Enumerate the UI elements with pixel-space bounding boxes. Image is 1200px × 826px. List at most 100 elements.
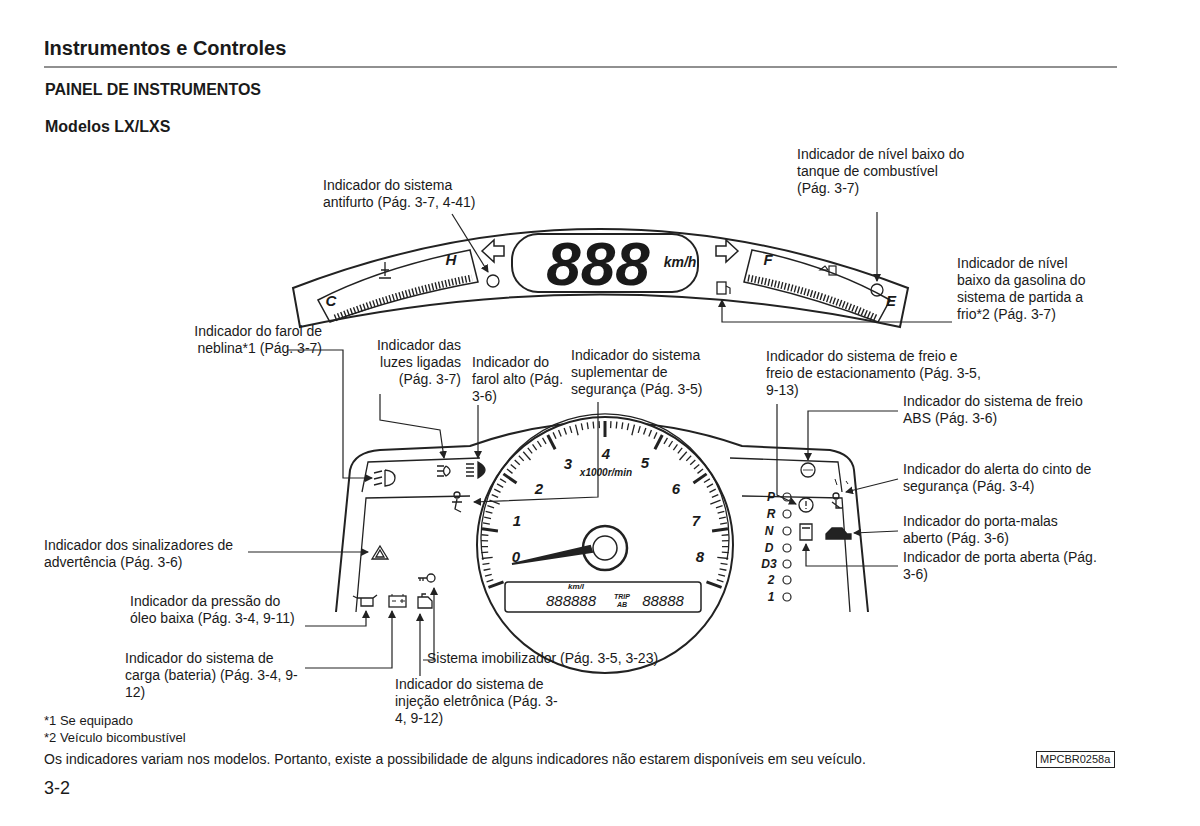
tick-mark — [719, 517, 726, 519]
tick-mark — [519, 456, 524, 461]
tick-mark — [481, 540, 488, 542]
tick-mark — [587, 422, 588, 429]
callout-label: Indicador dos sinalizadores de advertênc… — [44, 537, 259, 571]
callout-label: Os indicadores variam nos modelos. Porta… — [44, 751, 866, 768]
tick-mark — [644, 428, 646, 435]
callout-label: Indicador do farol alto (Pág. 3-6) — [472, 354, 564, 405]
gauge-marking: 4 — [602, 446, 610, 461]
gauge-marking: 7 — [692, 513, 700, 528]
tick-mark — [576, 425, 579, 436]
gauge-marking: km/h — [664, 255, 697, 269]
tick-mark — [720, 523, 727, 524]
tick-mark — [664, 438, 668, 444]
tick-mark — [669, 441, 673, 447]
tick-mark — [481, 534, 488, 536]
tick-mark — [721, 563, 728, 564]
tick-mark — [484, 569, 491, 570]
callout-label: Indicador do sistema antifurto (Pág. 3-7… — [323, 177, 488, 211]
gauge-marking: R — [767, 508, 776, 520]
tick-mark — [678, 448, 682, 453]
tick-mark — [482, 529, 498, 531]
tick-mark — [537, 441, 541, 447]
tick-mark — [704, 479, 710, 483]
tick-mark — [481, 546, 488, 547]
tick-mark — [487, 580, 494, 582]
tick-mark — [716, 506, 723, 508]
upper-cluster — [293, 229, 908, 327]
tick-mark — [528, 448, 532, 453]
tick-mark — [654, 432, 657, 438]
tick-mark — [570, 426, 572, 433]
header-rule — [44, 66, 1117, 67]
callout-label: Modelos LX/LXS — [45, 118, 170, 135]
figure-code-box: MPCBR0258a — [1036, 751, 1115, 768]
figure-code: MPCBR0258a — [1040, 753, 1111, 766]
tick-mark — [710, 500, 720, 504]
tick-mark — [722, 546, 729, 547]
lower-cluster — [336, 414, 868, 673]
tick-mark — [616, 422, 618, 429]
tick-mark — [483, 563, 490, 564]
tick-mark — [592, 422, 594, 429]
tick-mark — [483, 523, 490, 524]
tick-mark — [523, 452, 530, 460]
callout-label: Indicador das luzes ligadas (Pág. 3-7) — [356, 337, 461, 388]
callout-label: PAINEL DE INSTRUMENTOS — [45, 81, 261, 98]
gauge-marking: N — [765, 525, 774, 537]
tick-mark — [511, 464, 516, 469]
callout-label: *2 Veículo bicombustível — [44, 729, 186, 746]
tick-mark — [694, 464, 699, 469]
gauge-marking: 5 — [641, 455, 649, 470]
tick-mark — [673, 444, 677, 450]
tick-mark — [492, 495, 498, 498]
tick-mark — [533, 444, 537, 450]
tick-mark — [718, 574, 725, 576]
tick-mark — [720, 569, 727, 570]
gauge-marking: F — [763, 252, 772, 267]
tick-mark — [712, 529, 728, 531]
callout-label: Indicador de nível baixo da gasolina do … — [957, 255, 1097, 323]
gauge-marking: TRIP — [614, 593, 630, 600]
callout-label: Indicador de porta aberta (Pág. 3-6) — [903, 549, 1103, 583]
tick-mark — [718, 511, 725, 513]
tick-mark — [722, 540, 729, 542]
tick-mark — [604, 421, 607, 437]
callout-label: Indicador do sistema de freio ABS (Pág. … — [903, 393, 1108, 427]
gauge-marking: 2 — [768, 574, 775, 586]
tick-mark — [503, 474, 516, 483]
tick-mark — [553, 432, 556, 438]
tick-mark — [515, 460, 520, 465]
tick-mark — [564, 428, 566, 435]
gauge-marking: 1 — [513, 513, 521, 528]
tick-mark — [712, 495, 718, 498]
tick-mark — [706, 582, 721, 587]
tick-mark — [494, 489, 500, 492]
page-title: Instrumentos e Controles — [44, 36, 286, 60]
tick-mark — [622, 422, 623, 429]
tick-mark — [686, 456, 691, 461]
tick-mark — [497, 484, 503, 487]
gauge-marking: x1000r/min — [580, 468, 632, 478]
callout-label: Indicador do sistema suplementar de segu… — [571, 347, 721, 398]
tick-mark — [581, 423, 582, 430]
gauge-marking: 3 — [564, 456, 572, 471]
callout-label: Indicador do sistema de injeção eletrôni… — [395, 676, 560, 727]
tick-mark — [559, 430, 562, 436]
leader-lines — [248, 212, 952, 676]
tick-mark — [649, 430, 652, 436]
tick-mark — [655, 435, 662, 449]
gauge-marking: C — [326, 293, 337, 308]
gauge-marking: 0 — [512, 549, 520, 564]
gauge-marking: E — [886, 293, 896, 308]
tick-mark — [709, 489, 715, 492]
gauge-marking: AB — [617, 601, 627, 608]
gauge-marking: 88888 — [642, 593, 684, 608]
tick-mark — [482, 557, 493, 558]
gauge-marking: km/l — [568, 583, 584, 591]
tick-mark — [548, 435, 555, 449]
tick-mark — [698, 469, 704, 473]
tick-mark — [610, 421, 612, 428]
callout-label: Indicador de nível baixo do tanque de co… — [797, 146, 969, 197]
tick-mark — [598, 421, 600, 428]
